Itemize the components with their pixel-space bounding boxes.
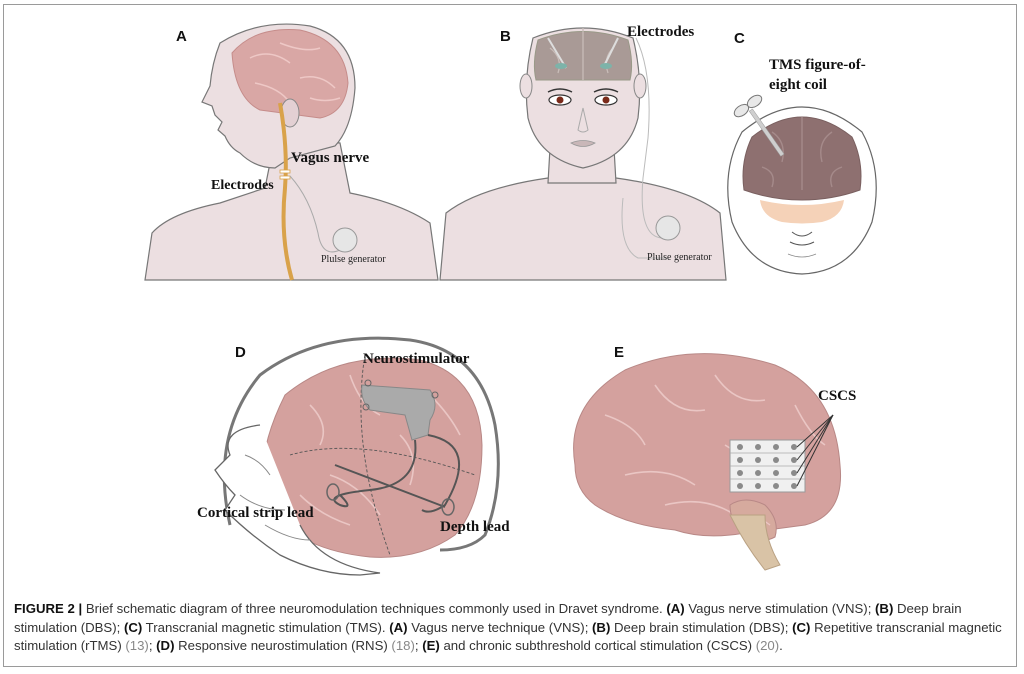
panel-a-pulse-generator — [332, 227, 358, 253]
panel-b-generator-label: Plulse generator — [647, 252, 712, 263]
panel-b-electrodes-label: Electrodes — [627, 24, 695, 40]
panel-a-illustration — [144, 23, 439, 281]
panel-a-generator-label: Plulse generator — [321, 254, 386, 265]
neurostimulator-label: Neurostimulator — [363, 351, 470, 367]
panel-a-electrode — [279, 169, 291, 174]
panel-a-brain — [231, 28, 349, 119]
cortical-strip-lead — [333, 439, 417, 508]
panel-b-illustration — [439, 27, 727, 281]
reference-13[interactable]: (13) — [125, 638, 149, 654]
figure-caption: FIGURE 2 | Brief schematic diagram of th… — [14, 601, 1002, 654]
panel-b-torso — [439, 177, 727, 281]
panel-a-torso — [144, 137, 439, 281]
panel-b-pulse-generator — [655, 215, 681, 241]
panel-e-letter: E — [614, 344, 625, 361]
panel-e-illustration — [573, 353, 842, 571]
panel-a-electrodes-label: Electrodes — [211, 178, 274, 193]
panel-a-letter: A — [176, 28, 187, 45]
cortical-strip-lead-label: Cortical strip lead — [197, 505, 314, 521]
tms-coil — [733, 94, 785, 157]
panel-d-face — [214, 424, 381, 576]
vagus-nerve-label: Vagus nerve — [291, 150, 370, 166]
panel-e-brainstem — [729, 514, 781, 571]
figure-frame — [3, 4, 1017, 667]
panel-b-electrode-right — [602, 37, 619, 69]
reference-18[interactable]: (18) — [391, 638, 415, 654]
panel-c-letter: C — [734, 30, 745, 47]
depth-lead — [334, 464, 446, 508]
figure-label: FIGURE 2 | — [14, 601, 83, 616]
tms-coil-label-line1: TMS figure-of- — [769, 57, 866, 73]
panel-d-skull-outline — [222, 336, 500, 552]
reference-20[interactable]: (20) — [755, 638, 780, 654]
vagus-nerve — [278, 102, 294, 281]
tms-coil-label-line2: eight coil — [769, 77, 827, 93]
panel-b-electrode-left — [547, 37, 567, 69]
panel-b-letter: B — [500, 28, 511, 45]
panel-d-illustration — [214, 336, 500, 576]
panel-c-illustration — [727, 94, 877, 275]
cscs-electrode-grid — [729, 439, 806, 493]
depth-lead-label: Depth lead — [440, 519, 510, 535]
cscs-label: CSCS — [818, 388, 857, 404]
panel-d-letter: D — [235, 344, 246, 361]
